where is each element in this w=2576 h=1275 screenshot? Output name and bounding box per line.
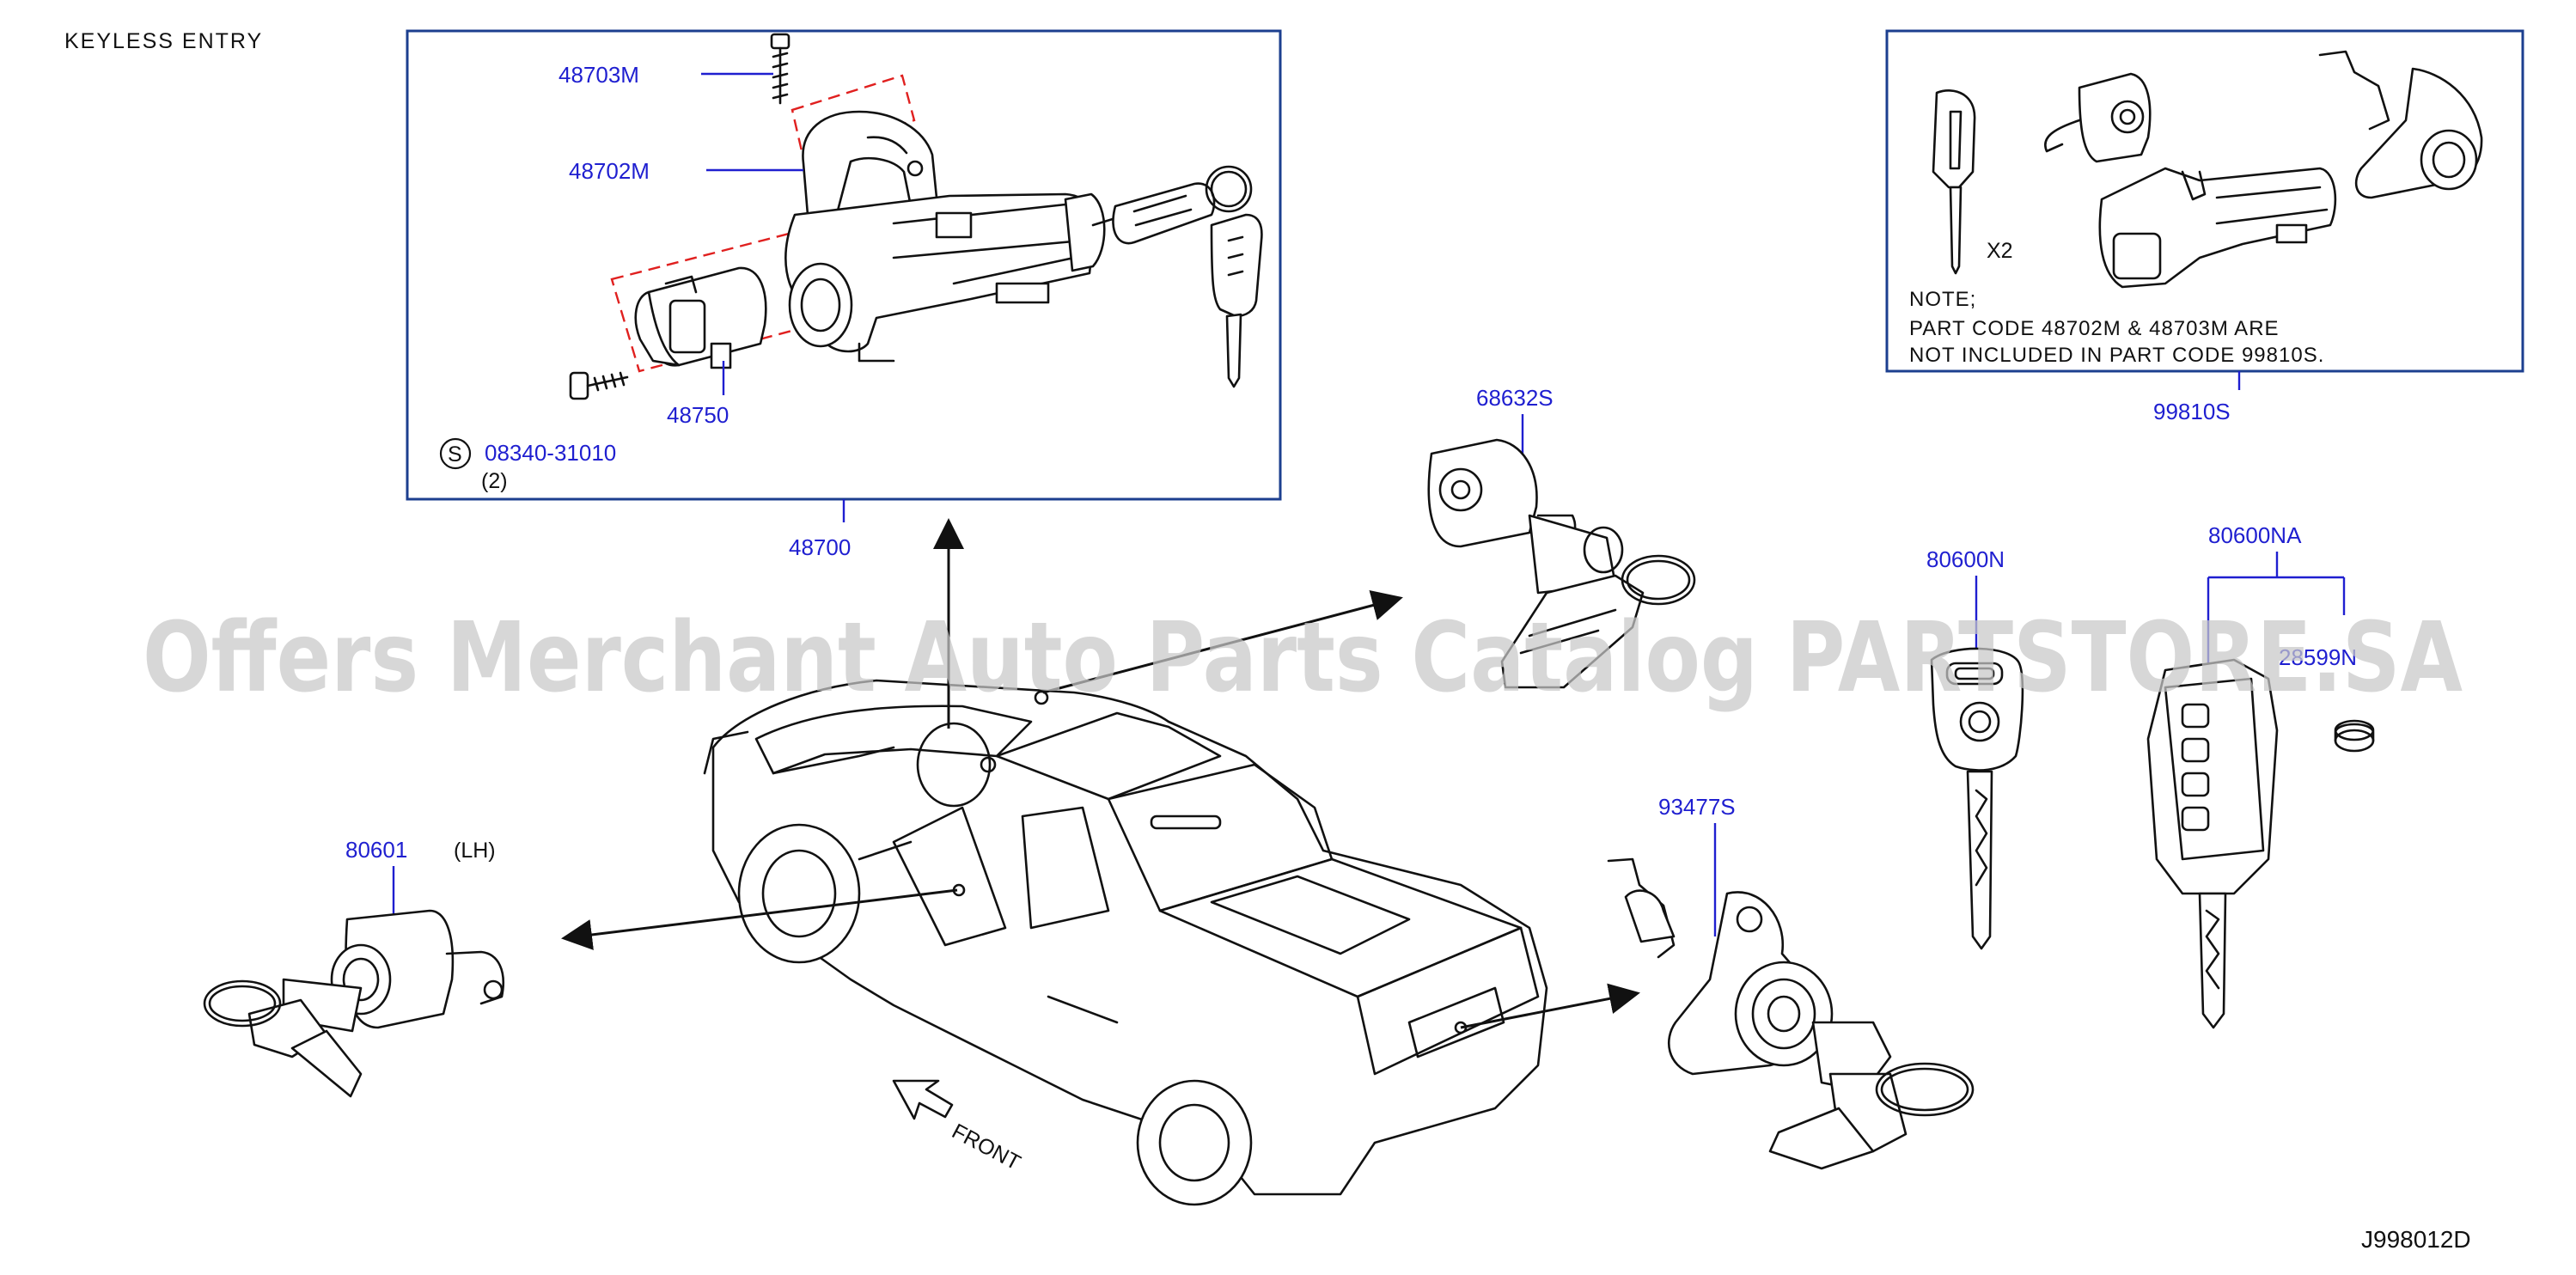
watermark: Offers Merchant Auto Parts Catalog PARTS… [143,602,2463,714]
page-title: KEYLESS ENTRY [64,29,263,53]
tailgate-cylinder-icon [2318,50,2483,199]
door-cylinder-small-icon [2044,72,2152,163]
label-48700: 48700 [789,534,851,560]
label-80601: 80601 [345,837,407,863]
symbol-s: S [448,442,462,467]
label-99810S: 99810S [2153,399,2231,424]
immobilizer-key-icon [1091,165,1263,388]
label-28599N: 28599N [2279,644,2357,670]
steering-lock-body-icon [784,192,1106,363]
key-set-box: X2 NOTE; PART CODE 48702M & 48703M ARE N… [1885,29,2524,373]
label-93477S: 93477S [1658,794,1736,820]
ignition-module-icon [2098,167,2337,289]
diagram-id: J998012D [2361,1226,2471,1253]
key-count: X2 [1987,239,2013,263]
front-arrow-icon [892,1079,954,1120]
note-line-1: PART CODE 48702M & 48703M ARE [1909,317,2280,340]
label-80600NA: 80600NA [2208,522,2302,548]
label-48703M: 48703M [559,62,639,88]
screw-upper-icon [770,33,791,105]
front-label: FRONT [948,1119,1024,1175]
tailgate-lock-icon [1607,857,1975,1170]
note-title: NOTE; [1909,288,1976,311]
label-qty-2: (2) [481,469,508,493]
label-80600N: 80600N [1926,546,2005,572]
label-48750: 48750 [667,402,729,428]
bracket-icon [802,110,938,217]
battery-icon [2334,719,2375,753]
label-08340-31010: 08340-31010 [485,440,616,466]
ignition-switch-icon [634,266,767,369]
symbol-s-circle [439,437,472,470]
key-blank-icon [1930,647,2024,950]
label-48702M: 48702M [569,158,650,184]
label-68632S: 68632S [1476,385,1554,411]
ignition-switch-box: 48703M 48702M 48750 S 08340-31010 (2) [406,29,1282,501]
pickup-truck-icon [703,679,1548,1206]
label-lh: (LH) [454,839,496,863]
screw-lower-icon [569,371,629,400]
key-icon [1932,89,1976,275]
remote-key-icon [2146,658,2279,1029]
door-lock-rh-icon [1427,438,1696,689]
note-line-2: NOT INCLUDED IN PART CODE 99810S. [1909,344,2324,367]
door-lock-lh-icon [203,909,504,1098]
